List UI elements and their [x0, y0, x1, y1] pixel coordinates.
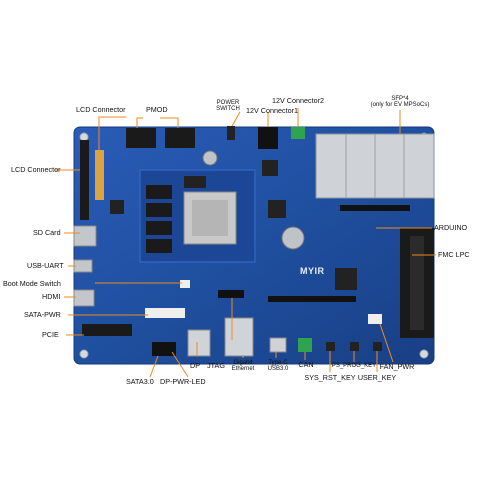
sata-pwr-port: [145, 308, 185, 318]
mount-hole: [419, 349, 429, 359]
label-hdmi: HDMI: [42, 292, 61, 301]
mpsoc-die: [192, 200, 228, 236]
jtag-header: [218, 290, 244, 298]
label-fmc-lpc: FMC LPC: [438, 250, 470, 259]
hdmi-port: [73, 289, 95, 307]
sata3-port: [152, 342, 176, 356]
mount-hole: [79, 132, 89, 142]
12v-connector-1: [258, 127, 278, 149]
label-power-switch: POWER SWITCH: [216, 100, 240, 113]
label-arduino: ARDUINO: [434, 223, 468, 232]
label-dp-pwr-led: DP-PWR-LED: [160, 377, 206, 386]
sys-rst-button: [326, 342, 335, 351]
label-lcd-connector-left: LCD Connector: [11, 165, 61, 174]
label-boot-mode-switch: Boot Mode Switch: [3, 279, 61, 288]
lcd-connector-fpc: [95, 150, 104, 200]
label-can: CAN: [298, 360, 314, 369]
label-pcie: PCIE: [42, 330, 59, 339]
label-usb-uart: USB-UART: [27, 261, 64, 270]
ethernet-port: [224, 317, 254, 357]
arduino-header: [340, 205, 410, 211]
ddr-chip: [146, 221, 172, 235]
chip: [335, 268, 357, 290]
pmod-header-2: [165, 128, 195, 148]
12v-connector-2: [291, 127, 305, 139]
user-button: [373, 342, 382, 351]
callout-lines: [55, 108, 436, 378]
label-ps-prog-key: PS_PROG_KEY: [331, 363, 377, 369]
label-jtag: JTAG: [207, 361, 225, 370]
label-12v-connector-1: 12V Connector1: [246, 106, 298, 115]
fan-pwr-connector: [368, 314, 382, 324]
pcie-slot: [82, 324, 132, 336]
lcd-connector-vertical: [80, 140, 89, 220]
label-typec-usb3: Type-C USB3.0: [267, 360, 289, 373]
label-sata3: SATA3.0: [126, 377, 154, 386]
mount-hole: [79, 349, 89, 359]
ddr-chip: [146, 185, 172, 199]
brand-logo-text: MYIR: [300, 266, 325, 276]
label-gigabit-ethernet: Gigabit Ethernet: [231, 360, 255, 373]
boot-switch: [180, 280, 190, 288]
dp-port: [187, 329, 211, 357]
usb-uart-port: [73, 259, 93, 273]
chip: [184, 176, 206, 188]
label-sfp: SFP*4 (only for EV MPSoCs): [370, 96, 430, 109]
can-connector: [298, 338, 312, 352]
ddr-chip: [146, 203, 172, 217]
chip: [262, 160, 278, 176]
label-user-key: USER_KEY: [357, 373, 397, 382]
pmod-header-1: [126, 128, 156, 148]
typec-port: [269, 337, 287, 353]
label-12v-connector-2: 12V Connector2: [272, 96, 324, 105]
label-sata-pwr: SATA-PWR: [24, 310, 61, 319]
label-dp: DP: [190, 361, 200, 370]
label-sd-card: SD Card: [33, 228, 61, 237]
ddr-chip: [146, 239, 172, 253]
label-fan-pwr: FAN_PWR: [379, 362, 415, 371]
chip: [110, 200, 124, 214]
capacitor: [202, 150, 218, 166]
ps-prog-button: [350, 342, 359, 351]
coin-battery: [281, 226, 305, 250]
arduino-header: [268, 296, 356, 302]
label-pmod: PMOD: [146, 105, 168, 114]
label-lcd-connector-top: LCD Connector: [76, 105, 126, 114]
power-switch: [227, 126, 235, 140]
label-sys-rst-key: SYS_RST_KEY: [304, 373, 356, 382]
chip: [268, 200, 286, 218]
sd-card-slot: [73, 225, 97, 247]
